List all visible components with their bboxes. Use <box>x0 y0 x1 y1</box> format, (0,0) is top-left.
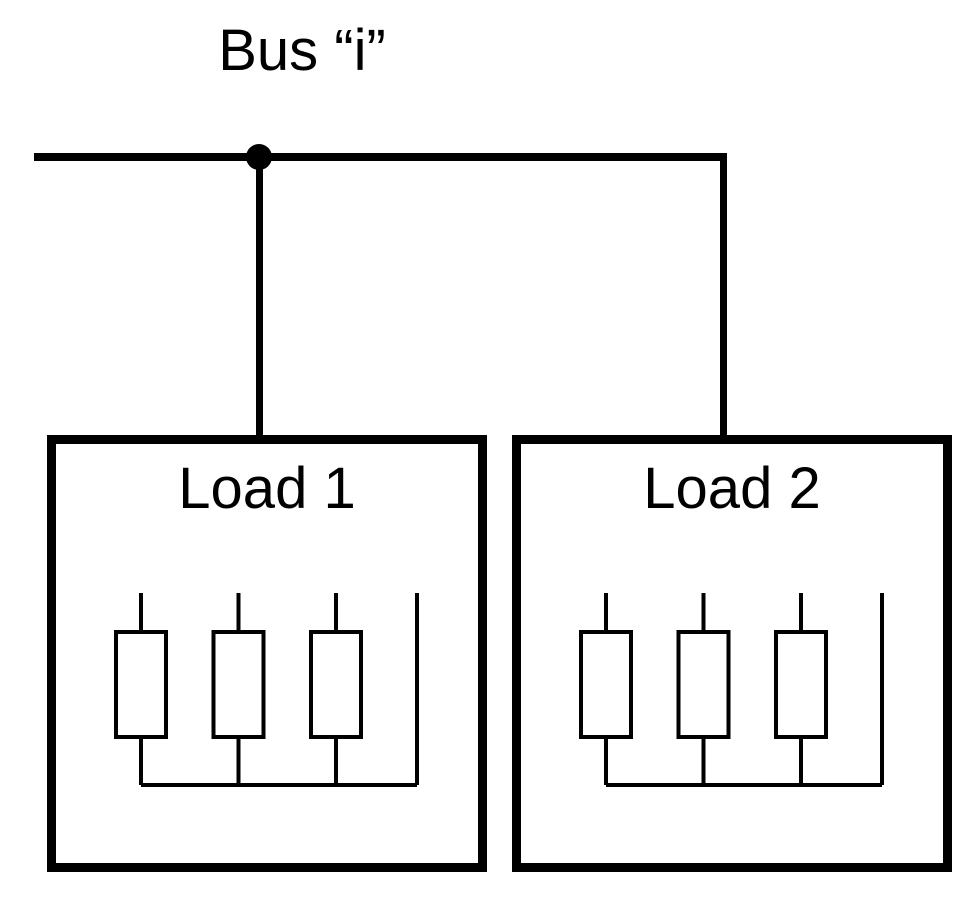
resistor-icon <box>211 630 266 739</box>
resistor-icon <box>774 630 828 739</box>
resistor-icon <box>114 630 168 739</box>
load2-parallel-resistor-network <box>579 593 884 787</box>
resistor-icon <box>676 630 731 739</box>
resistor-icon <box>579 630 633 739</box>
load2-feeder-wire <box>720 153 727 435</box>
load1-box: Load 1 <box>47 435 487 872</box>
load2-box: Load 2 <box>512 435 952 872</box>
bus-label: Bus “i” <box>218 18 386 83</box>
load1-label: Load 1 <box>178 456 356 521</box>
load1-parallel-resistor-network <box>114 593 419 787</box>
resistor-icon <box>309 630 363 739</box>
load1-feeder-wire <box>256 157 263 435</box>
bus-line <box>34 153 727 161</box>
load2-label: Load 2 <box>643 456 821 521</box>
